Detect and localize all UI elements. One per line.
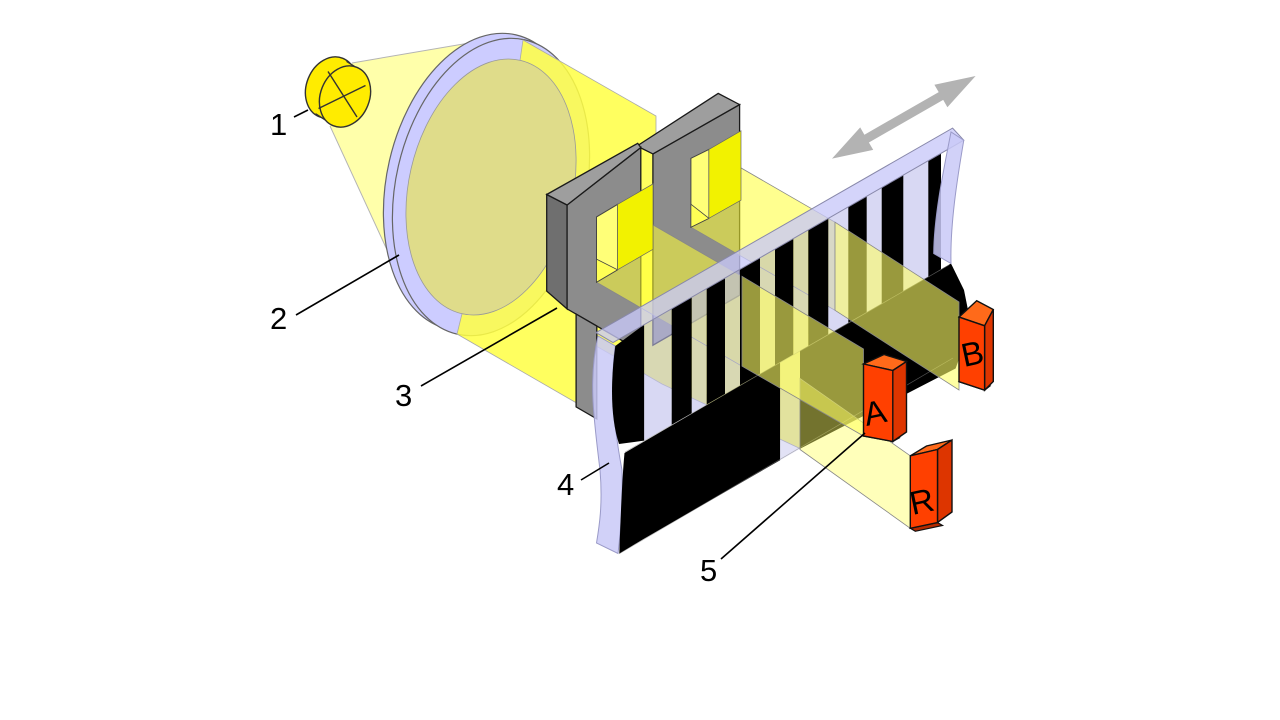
svg-text:4: 4	[557, 467, 574, 502]
svg-text:5: 5	[700, 553, 717, 588]
svg-text:2: 2	[270, 301, 287, 336]
svg-text:1: 1	[270, 107, 287, 142]
svg-text:3: 3	[395, 378, 412, 413]
